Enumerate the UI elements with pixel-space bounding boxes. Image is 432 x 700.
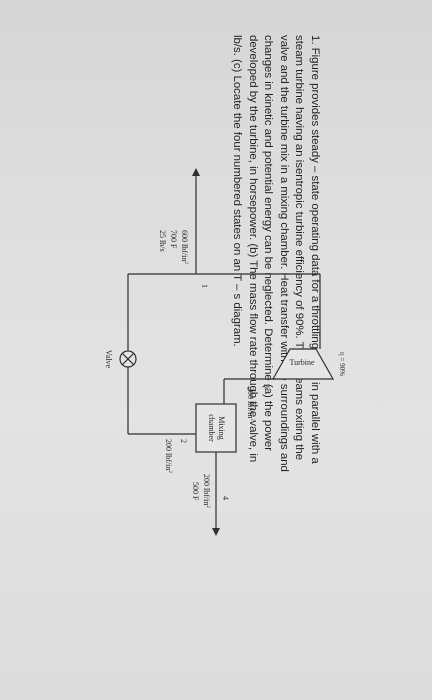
state4-temperature: 500 F [191, 482, 200, 501]
efficiency-label: η = 90% [338, 352, 346, 376]
state1-pressure: 600 lbf/in2 [180, 230, 189, 264]
state3-number: 3 [262, 384, 271, 388]
turbine-label: Turbine [289, 358, 314, 367]
inlet-arrow-icon [192, 168, 200, 176]
mixing-label-line1: Mixing [217, 416, 226, 440]
state1-temperature: 700 F [169, 230, 178, 249]
state2-number: 2 [179, 439, 188, 443]
state1-number: 1 [200, 284, 209, 288]
state4-pressure: 200 lbf/in2 [202, 474, 211, 508]
state3-pressure: 200 lbf/in2 [246, 387, 255, 421]
valve-cross-b [121, 352, 135, 366]
outlet-arrow-icon [212, 528, 220, 536]
mixing-label-line2: chamber [207, 414, 216, 442]
state4-number: 4 [221, 496, 230, 500]
state1-flow: 25 lb/s [158, 230, 167, 252]
valve-label: Valve [104, 350, 113, 369]
state2-pressure: 200 lbf/in2 [164, 439, 173, 473]
